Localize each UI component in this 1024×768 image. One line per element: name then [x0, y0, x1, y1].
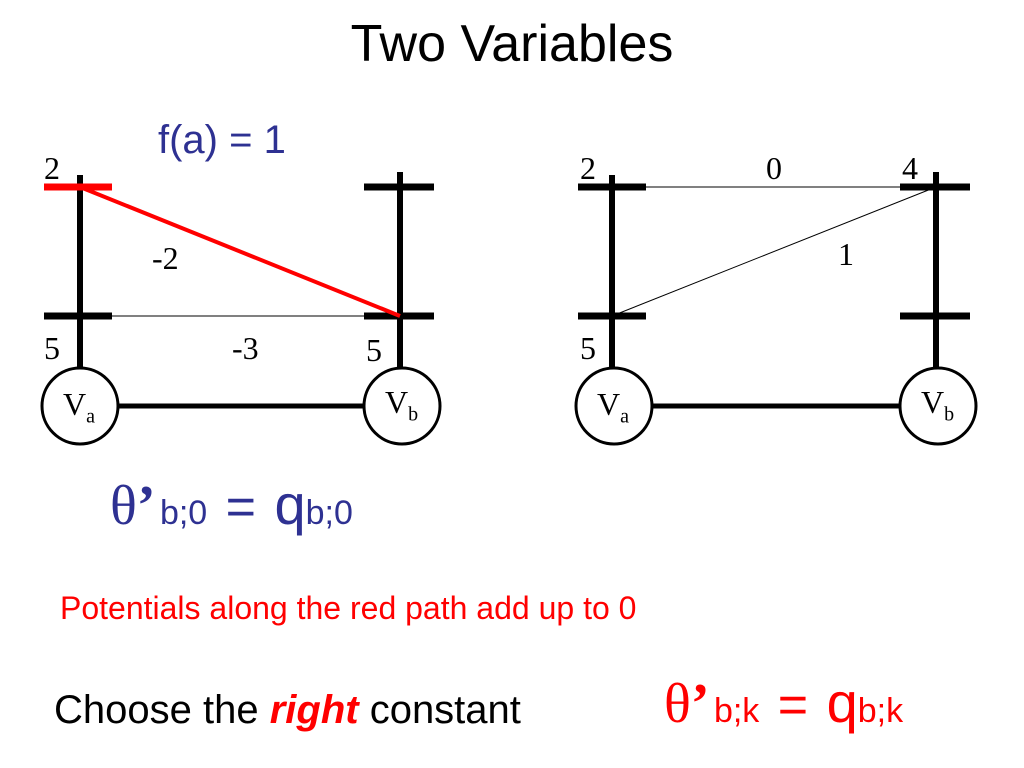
formula1-theta: θ — [110, 475, 137, 537]
right-node-a — [574, 366, 654, 446]
right-node-b — [898, 366, 978, 446]
formula1-q: q — [274, 473, 306, 536]
right-edge-diag-weight: 1 — [838, 236, 854, 272]
left-edge-red-weight: -2 — [152, 240, 179, 276]
left-node-a-label: Va — [63, 386, 95, 428]
formula2-sub1: b;k — [713, 692, 760, 730]
left-graph — [40, 172, 442, 446]
formula-theta-b0: θ’ b;0 = qb;0 — [110, 472, 353, 538]
formula1-sub1: b;0 — [159, 494, 208, 532]
left-edge-red — [79, 185, 401, 318]
right-edge-diag — [611, 186, 937, 317]
formula1-prime: ’ — [136, 475, 156, 537]
right-node-a-label: Va — [597, 386, 629, 428]
red-path-note: Potentials along the red path add up to … — [60, 590, 637, 626]
right-va-bottom-value: 5 — [580, 330, 596, 366]
formula2-q: q — [826, 671, 858, 734]
formula2-prime: ’ — [690, 673, 710, 735]
left-va-top-value: 2 — [44, 150, 60, 186]
left-va-bottom-value: 5 — [44, 330, 60, 366]
right-edge-top-weight: 0 — [766, 150, 782, 186]
left-node-a — [40, 366, 120, 446]
left-vb-bottom-value: 5 — [366, 332, 382, 368]
left-node-b — [362, 366, 442, 446]
right-graph — [574, 172, 978, 446]
formula1-equals: = — [225, 478, 257, 536]
slide-title: Two Variables — [350, 15, 674, 73]
right-vb-top-value: 4 — [902, 150, 918, 186]
formula2-theta: θ — [664, 673, 691, 735]
left-node-b-label: Vb — [385, 384, 419, 426]
formula1-sub2: b;0 — [305, 494, 353, 532]
formula-theta-bk: θ’ b;k = qb;k — [664, 670, 903, 736]
right-node-b-label: Vb — [921, 384, 955, 426]
formula2-sub2: b;k — [857, 692, 904, 730]
left-edge-bottom-weight: -3 — [232, 330, 259, 366]
fa-annotation: f(a) = 1 — [158, 118, 286, 162]
formula2-equals: = — [777, 676, 809, 734]
right-va-top-value: 2 — [580, 150, 596, 186]
emphasis-right: right — [269, 688, 359, 732]
choose-constant-text: Choose the right constant — [54, 688, 521, 732]
